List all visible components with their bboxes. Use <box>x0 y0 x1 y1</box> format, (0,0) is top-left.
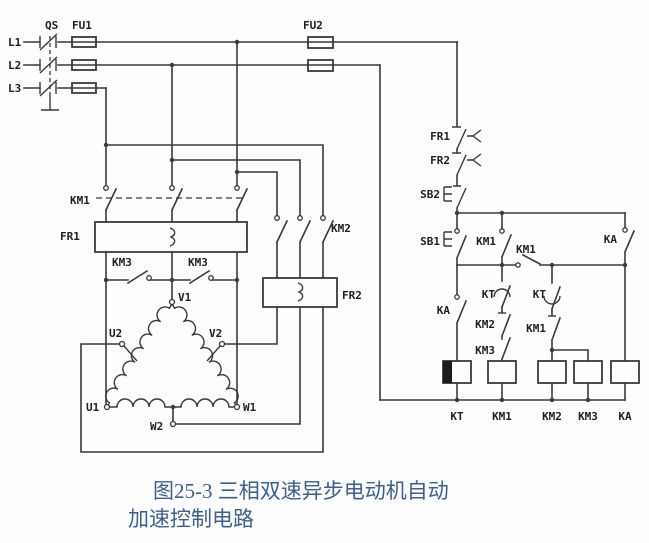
label-sb1: SB1 <box>420 235 440 248</box>
branch-km2-km3 <box>537 264 603 401</box>
delay-mark <box>493 288 511 298</box>
label-km3-b: KM3 <box>188 256 208 269</box>
power-junction-dots <box>103 39 240 410</box>
delay-mark <box>543 295 561 305</box>
control-junction-dots <box>454 210 628 403</box>
label-l2: L2 <box>8 59 21 72</box>
branch-km1 <box>487 264 517 401</box>
fr2-overload-box <box>262 277 338 308</box>
ground-symbol <box>41 96 59 111</box>
control-section: FR1 FR2 SB2 SB1 KM1 KM1 KA KA KT KM2 KM3… <box>379 41 640 423</box>
label-fu2: FU2 <box>303 19 323 32</box>
label-coil-km3: KM3 <box>578 410 598 423</box>
label-u2: U2 <box>109 327 122 340</box>
km1-main-contacts <box>96 185 249 223</box>
label-km1-series: KM1 <box>516 243 536 256</box>
ka-no-contact-top <box>622 212 636 266</box>
label-w1: W1 <box>243 401 257 414</box>
u2-tap <box>123 345 138 362</box>
caption-line-1: 图25-3 三相双速异步电动机自动 <box>153 479 449 503</box>
km1-selfhold-contact <box>499 212 513 266</box>
label-coil-kt: KT <box>450 410 464 423</box>
heater-element-mark <box>297 282 304 302</box>
km2-coil <box>537 360 567 384</box>
heater-element-mark <box>169 227 176 247</box>
label-u1: U1 <box>86 401 100 414</box>
label-coil-ka: KA <box>618 410 632 423</box>
fr1-overload-box <box>94 221 248 253</box>
label-km3-a: KM3 <box>112 256 132 269</box>
label-v2: V2 <box>209 327 222 340</box>
motor-delta-winding <box>80 298 324 453</box>
km3-coil <box>573 360 603 384</box>
km3-star-contacts <box>105 269 238 285</box>
km1-series-contact <box>456 253 626 268</box>
sb2-stop-button <box>443 185 467 209</box>
km2-main-contacts <box>274 215 335 279</box>
label-km3-no: KM3 <box>475 344 495 357</box>
label-km1-hold: KM1 <box>476 235 496 248</box>
label-w2: W2 <box>150 420 163 433</box>
label-km1-main: KM1 <box>70 194 90 207</box>
caption: 图25-3 三相双速异步电动机自动 加速控制电路 <box>128 479 449 531</box>
label-qs: QS <box>45 19 58 32</box>
u2-route <box>80 306 324 453</box>
label-ka-seal: KA <box>437 304 451 317</box>
kt-coil-mark <box>443 361 452 383</box>
ka-coil <box>610 360 640 384</box>
label-kt-no: KT <box>533 288 547 301</box>
phase-wiring <box>105 41 324 217</box>
label-kt-nc: KT <box>482 288 496 301</box>
power-section: L1 L2 L3 QS FU1 FU2 KM1 FR1 KM3 KM3 KM2 … <box>8 19 458 453</box>
winding-v1-u1 <box>105 303 173 408</box>
label-fr2-nc: FR2 <box>430 154 450 167</box>
w2-route <box>175 306 301 425</box>
label-l3: L3 <box>8 82 21 95</box>
caption-line-2: 加速控制电路 <box>128 507 254 531</box>
label-km1-nc: KM1 <box>526 322 546 335</box>
v2-route <box>223 306 278 345</box>
label-fu1: FU1 <box>72 19 92 32</box>
branch-kt <box>442 264 472 401</box>
supply-lines <box>23 41 458 89</box>
label-km2-nc: KM2 <box>475 318 495 331</box>
fu1-fuses <box>71 36 97 94</box>
branch-ka <box>610 264 640 401</box>
label-sb2: SB2 <box>420 188 440 201</box>
km1-coil <box>487 360 517 384</box>
fr1-nc-contact <box>452 126 482 150</box>
qs-switch <box>39 33 59 111</box>
v2-tap <box>206 345 221 362</box>
winding-v1-w1 <box>171 303 239 408</box>
label-fr1-box: FR1 <box>60 230 80 243</box>
label-km2-main: KM2 <box>331 222 351 235</box>
label-coil-km2: KM2 <box>542 410 562 423</box>
label-coil-km1: KM1 <box>492 410 512 423</box>
label-fr1-nc: FR1 <box>430 130 450 143</box>
label-fr2-box: FR2 <box>342 289 362 302</box>
fr2-nc-contact <box>452 152 482 176</box>
label-v1: V1 <box>178 291 192 304</box>
sb1-start-button <box>443 212 468 266</box>
label-l1: L1 <box>8 36 22 49</box>
label-ka-top: KA <box>604 233 618 246</box>
fu2-fuses <box>307 36 334 72</box>
